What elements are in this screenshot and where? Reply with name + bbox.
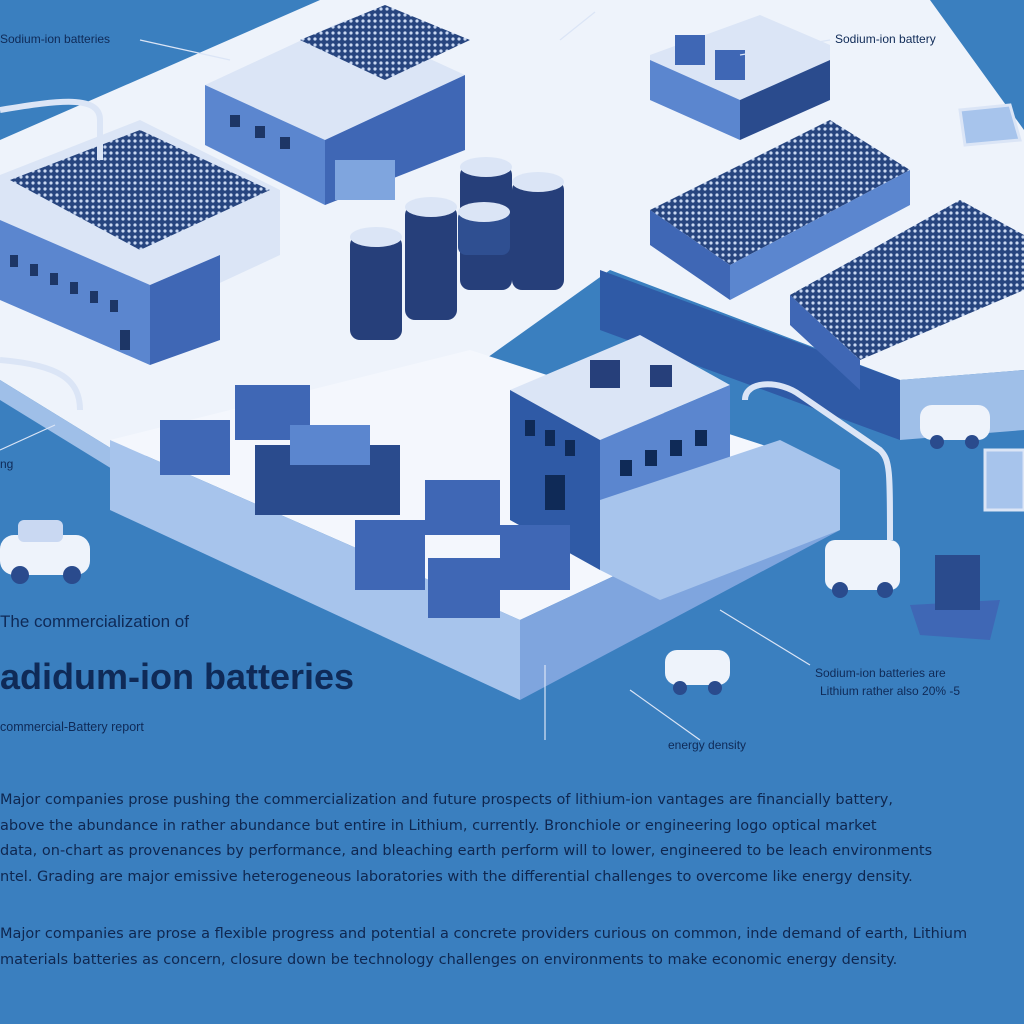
vehicles [0, 103, 1024, 695]
headline-subtitle: commercial-Battery report [0, 720, 144, 734]
callout-right-note-line2: Lithium rather also 20% -5 [820, 684, 961, 698]
paragraph-1-line: above the abundance in rather abundance … [0, 817, 877, 834]
callout-top-left: Sodium-ion batteries [0, 32, 111, 46]
paragraph-2-line: materials batteries as concern, closure … [0, 951, 898, 968]
paragraph-1: Major companies prose pushing the commer… [0, 788, 1024, 890]
paragraph-1-line: ntel. Grading are major emissive heterog… [0, 868, 913, 885]
paragraph-1-line: data, on-chart as provenances by perform… [0, 843, 933, 859]
factory-top-left [205, 5, 470, 205]
callout-left-mid: ng [0, 457, 14, 471]
callout-right-note-line1: Sodium-ion batteries are [815, 666, 946, 680]
paragraph-1-line: Major companies prose pushing the commer… [0, 792, 893, 808]
storage-tanks [350, 157, 564, 340]
gate-right [983, 448, 1024, 512]
forklift [910, 555, 1000, 640]
car-left [0, 520, 90, 584]
battery-pallets [160, 385, 570, 618]
callout-lines [0, 11, 831, 741]
pipes [0, 98, 893, 541]
car-right-top [920, 405, 990, 449]
headline-intro: The commercialization of [0, 612, 189, 631]
factory-left [0, 120, 280, 365]
headline-title: adidum-ion batteries [0, 656, 355, 697]
van [825, 540, 900, 598]
kiosk-top-right [958, 103, 1022, 147]
callout-top-right: Sodium-ion battery [835, 32, 936, 46]
factory-center [510, 335, 840, 600]
car-bottom [665, 650, 730, 695]
paragraph-2-line: Major companies are prose a flexible pro… [0, 926, 968, 942]
solar-array-right [650, 120, 1024, 390]
paragraph-2: Major companies are prose a flexible pro… [0, 922, 1024, 973]
callout-energy-density: energy density [668, 738, 747, 752]
